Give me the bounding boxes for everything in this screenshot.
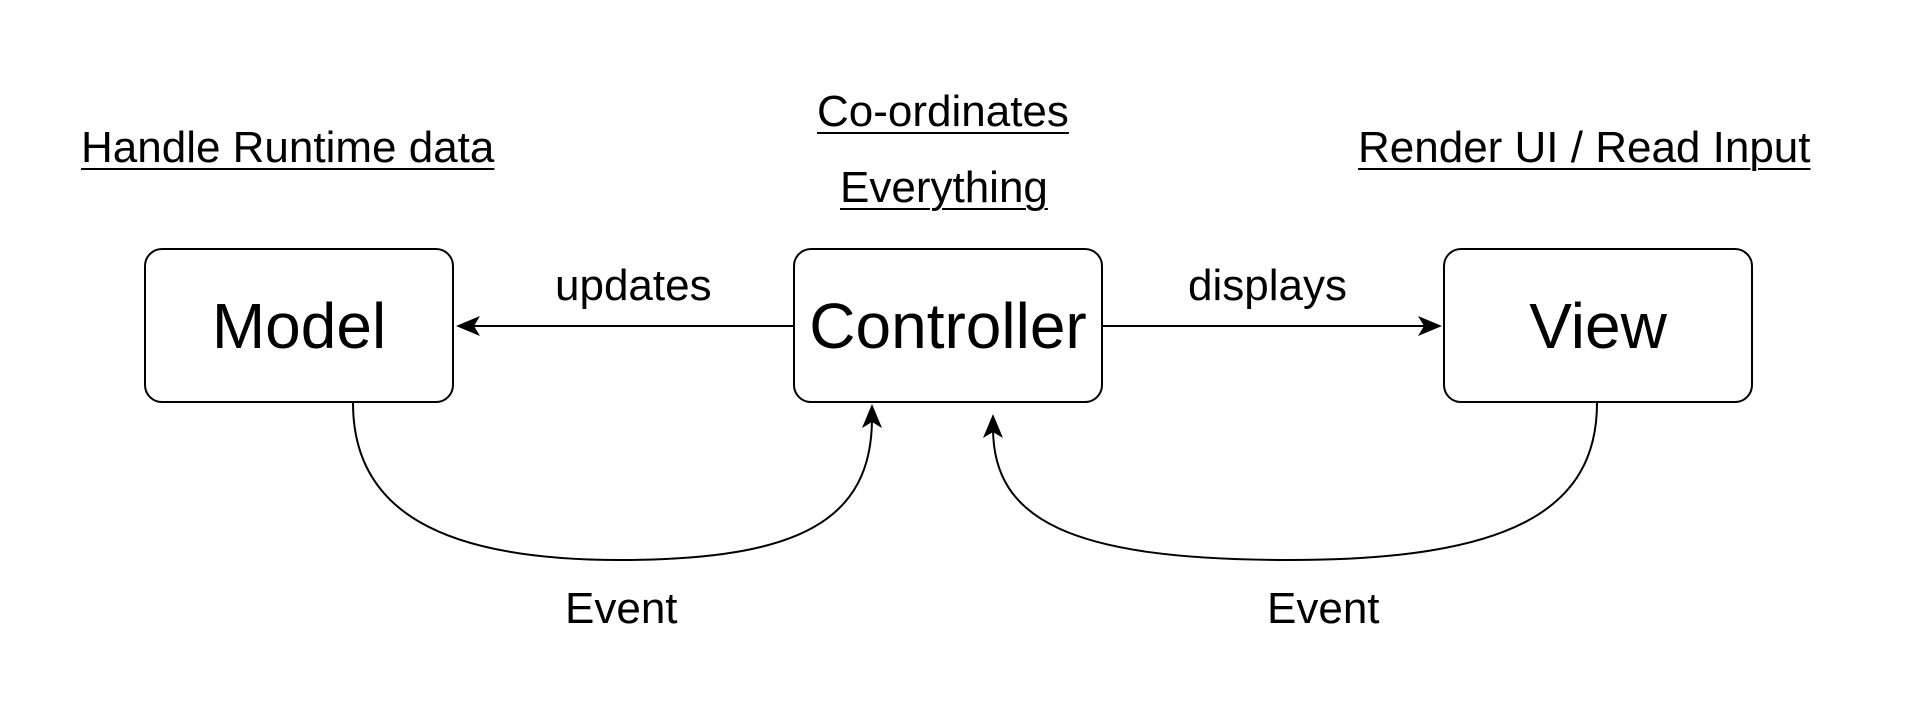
view-event-arrow-head xyxy=(983,414,1003,438)
model-box: Model xyxy=(144,248,454,403)
model-event-label: Event xyxy=(565,584,678,633)
controller-box: Controller xyxy=(793,248,1103,403)
updates-arrow-head xyxy=(456,316,480,336)
model-caption: Handle Runtime data xyxy=(81,123,495,172)
displays-label: displays xyxy=(1188,261,1347,310)
view-event-curve xyxy=(992,402,1598,562)
view-event-label: Event xyxy=(1267,584,1380,633)
displays-arrow-head xyxy=(1418,316,1442,336)
model-event-arrow-head xyxy=(862,404,882,428)
controller-caption-line1: Co-ordinates xyxy=(817,87,1069,136)
view-box: View xyxy=(1443,248,1753,403)
updates-label: updates xyxy=(555,261,712,310)
view-caption: Render UI / Read Input xyxy=(1358,123,1811,172)
model-event-curve xyxy=(352,402,873,562)
controller-caption-line2: Everything xyxy=(840,163,1048,212)
